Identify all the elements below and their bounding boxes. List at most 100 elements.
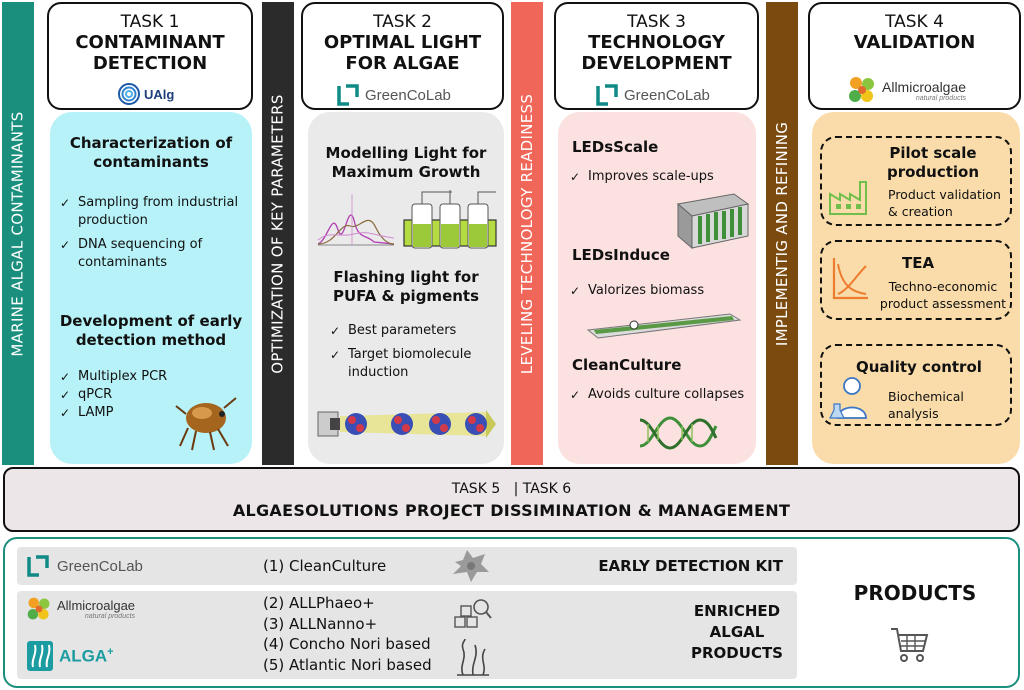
quality-control-text: Biochemical analysis	[888, 388, 964, 422]
greencolab-logo: GreenCoLab	[27, 555, 143, 577]
ualg-swirl-icon	[118, 83, 140, 105]
enriched-products-list: (2) ALLPhaeo+ (3) ALLNanno+ (4) Concho N…	[263, 593, 432, 675]
list-item: Valorizes biomass	[570, 282, 750, 300]
side-bar-technology-readiness: LEVELING TECHNOLOGY READINESS	[511, 2, 543, 465]
led-panel-array-icon	[676, 193, 750, 250]
list-item: Avoids culture collapses	[570, 386, 756, 404]
list-item: DNA sequencing of contaminants	[60, 236, 250, 272]
greencolab-logo-text: GreenCoLab	[624, 86, 710, 104]
text-line: & creation	[888, 204, 953, 219]
early-detection-kit-label: EARLY DETECTION KIT	[598, 557, 783, 575]
task3-number: TASK 3	[627, 12, 686, 32]
label-line: ENRICHED	[693, 602, 781, 620]
task1-panel: Characterization of contaminants Samplin…	[50, 112, 252, 464]
task3-title-line2: DEVELOPMENT	[581, 53, 732, 74]
allmicroalgae-logo: Allmicroalgae natural products	[846, 74, 966, 106]
boxes-analysis-icon	[454, 599, 492, 628]
pilot-scale-text: Product validation & creation	[888, 186, 1001, 220]
list-item: Multiplex PCR	[60, 368, 180, 386]
task1-section1-list: Sampling from industrial production DNA …	[60, 194, 250, 278]
task3-title-line1: TECHNOLOGY	[588, 32, 725, 53]
title-line: contaminants	[93, 153, 209, 171]
task4-header: TASK 4 VALIDATION Allmicroalgae natural …	[808, 2, 1021, 110]
scientist-icon	[829, 377, 867, 419]
task2-section1-title: Modelling Light for Maximum Growth	[308, 144, 504, 182]
product-cleanculture: (1) CleanCulture	[263, 557, 387, 575]
allmicroalgae-logo-sub: natural products	[915, 94, 967, 102]
products-title: PRODUCTS	[853, 581, 977, 605]
list-item: Improves scale-ups	[570, 168, 750, 186]
task2-number: TASK 2	[373, 12, 432, 32]
title-line: Characterization of	[69, 134, 233, 152]
ualg-logo-text: UAlg	[144, 86, 175, 102]
alga-plus: +	[107, 645, 114, 658]
title-line: Flashing light for	[333, 268, 479, 286]
task1-section1-title: Characterization of contaminants	[50, 134, 252, 172]
task1-title-line2: DETECTION	[92, 53, 208, 74]
list-item: Sampling from industrial production	[60, 194, 250, 230]
allmicroalgae-logo-sub: natural products	[84, 613, 136, 620]
alga-logo-text: ALGA+	[59, 646, 114, 667]
task4-panel: Pilot scale production Product validatio…	[812, 112, 1020, 464]
text-line: Biochemical	[888, 389, 964, 404]
allmicroalgae-logo-text: Allmicroalgae	[57, 598, 136, 613]
title-line: Maximum Growth	[331, 163, 481, 181]
text-line: Product validation	[888, 187, 1001, 202]
task3-ledsscale-list: Improves scale-ups	[570, 168, 750, 192]
greencolab-mark-icon	[337, 84, 359, 106]
task3-ledsinduce-title: LEDsInduce	[572, 246, 670, 264]
side-bar-marine-algal-contaminants: MARINE ALGAL CONTAMINANTS	[2, 2, 34, 465]
task2-title-line2: FOR ALGAE	[345, 53, 460, 74]
task3-header: TASK 3 TECHNOLOGY DEVELOPMENT GreenCoLab	[554, 2, 759, 110]
alga-word: ALGA	[59, 646, 108, 666]
list-item: qPCR	[60, 386, 180, 404]
task1-title-line1: CONTAMINANT	[75, 32, 225, 53]
list-item: (2) ALLPhaeo+	[263, 594, 375, 612]
early-detection-row: GreenCoLab (1) CleanCulture EARLY DETECT…	[17, 547, 797, 585]
greencolab-mark-icon	[27, 555, 49, 577]
task56-title: ALGAESOLUTIONS PROJECT DISSIMINATION & M…	[232, 501, 791, 520]
tea-text: Techno-economic product assessment	[874, 278, 1012, 312]
text-line: Techno-economic	[888, 279, 998, 294]
allmicroalgae-logo-text: Allmicroalgae	[882, 78, 967, 95]
flashing-light-molecules-icon	[317, 410, 496, 438]
title-line: Pilot scale	[889, 144, 977, 162]
greencolab-mark-icon	[596, 84, 618, 106]
pilot-scale-box: Pilot scale production Product validatio…	[820, 136, 1012, 226]
side-bar-label: MARINE ALGAL CONTAMINANTS	[9, 110, 27, 357]
task3-panel: LEDsScale Improves scale-ups LEDsInduce …	[558, 112, 756, 464]
list-item: Best parameters	[330, 322, 500, 340]
side-bar-label: OPTIMIZATION OF KEY PARAMETERS	[269, 93, 287, 374]
task3-ledsscale-title: LEDsScale	[572, 138, 659, 156]
quality-control-title: Quality control	[856, 358, 982, 376]
task1-number: TASK 1	[120, 12, 180, 32]
task1-section2-title: Development of early detection method	[50, 312, 252, 350]
label-line: PRODUCTS	[691, 644, 783, 662]
side-bar-optimization: OPTIMIZATION OF KEY PARAMETERS	[262, 2, 294, 465]
seaweed-icon	[457, 638, 489, 676]
task2-header: TASK 2 OPTIMAL LIGHT FOR ALGAE GreenCoLa…	[301, 2, 504, 110]
task56-numbers: TASK 5 | TASK 6	[451, 481, 572, 497]
greencolab-logo: GreenCoLab	[596, 84, 710, 106]
task2-section2-list: Best parameters Target biomolecule induc…	[330, 322, 500, 388]
greencolab-logo-text: GreenCoLab	[365, 86, 451, 104]
task1-header: TASK 1 CONTAMINANT DETECTION UAlg	[47, 2, 253, 110]
microorganism-icon	[453, 550, 489, 582]
tea-title: TEA	[902, 254, 935, 272]
task56-bar: TASK 5 | TASK 6 ALGAESOLUTIONS PROJECT D…	[3, 467, 1020, 532]
allmicroalgae-dots-icon	[27, 597, 50, 620]
text-line: analysis	[888, 406, 939, 421]
label-line: ALGAL	[709, 623, 765, 641]
task3-cleanculture-title: CleanCulture	[572, 356, 682, 374]
task1-section2-list: Multiplex PCR qPCR LAMP	[60, 368, 180, 422]
pilot-scale-title: Pilot scale production	[858, 144, 1008, 182]
list-item: (4) Concho Nori based	[263, 635, 431, 653]
title-line: Modelling Light for	[325, 144, 487, 162]
quality-control-box: Quality control Biochemical analysis	[820, 344, 1012, 426]
allmicroalgae-dots-icon	[849, 77, 874, 102]
list-item: (5) Atlantic Nori based	[263, 655, 432, 674]
task4-title: VALIDATION	[853, 32, 976, 53]
text-line: product assessment	[879, 296, 1007, 311]
alga-mark-icon	[27, 641, 53, 671]
title-line: detection method	[75, 331, 227, 349]
